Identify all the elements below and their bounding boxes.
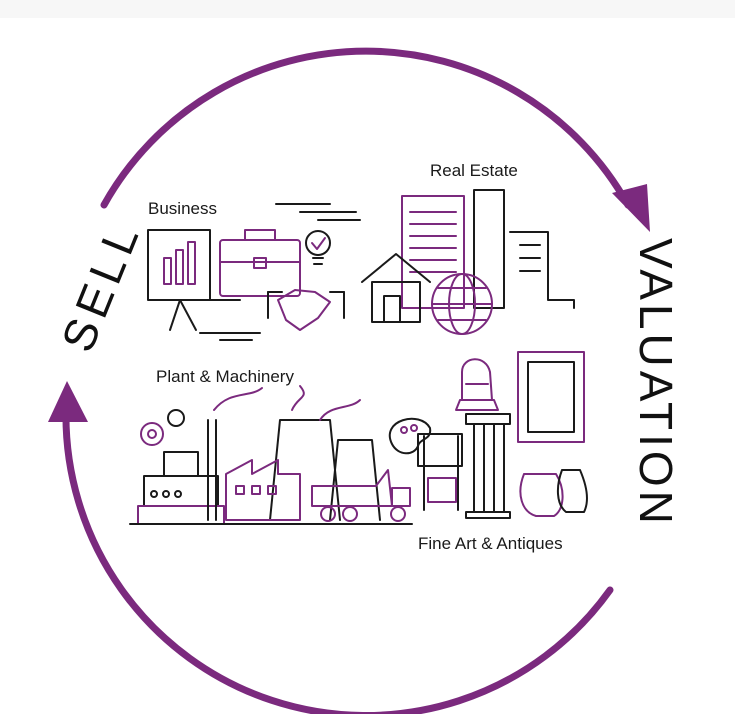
lightbulb-icon <box>305 230 331 265</box>
briefcase-icon <box>219 229 301 297</box>
knight-helmet-icon <box>455 358 499 411</box>
top-strip <box>0 0 735 18</box>
factory-icon <box>207 419 301 521</box>
top-cycle-arrow <box>100 47 650 232</box>
vase-icon <box>519 469 588 517</box>
valuation-label: VALUATION <box>630 238 682 528</box>
picture-frame-icon <box>517 351 585 443</box>
globe-icon <box>431 273 493 335</box>
plant-machinery-illustration <box>129 385 413 525</box>
bottom-cycle-arrow <box>48 381 614 714</box>
category-business-label: Business <box>148 199 217 218</box>
real-estate-illustration <box>361 189 575 335</box>
bottom-arrowhead-icon <box>48 381 88 422</box>
office-building-icon <box>401 189 575 309</box>
house-icon <box>361 253 431 323</box>
dump-truck-icon <box>129 469 413 525</box>
category-fine-art-label: Fine Art & Antiques <box>418 534 563 553</box>
palette-icon <box>388 417 432 455</box>
category-real-estate-label: Real Estate <box>430 161 518 180</box>
sell-label: SELL <box>51 213 150 359</box>
column-icon <box>465 413 511 519</box>
handshake-icon <box>267 289 345 331</box>
machine-icon <box>137 451 225 525</box>
cooling-tower-icon <box>213 385 381 521</box>
business-illustration <box>147 203 361 341</box>
easel-icon <box>417 433 463 511</box>
presentation-board-icon <box>147 229 241 331</box>
fine-art-illustration <box>388 351 588 519</box>
category-plant-machinery-label: Plant & Machinery <box>156 367 294 386</box>
top-arrowhead-icon <box>612 184 650 232</box>
gear-icon <box>140 409 185 446</box>
